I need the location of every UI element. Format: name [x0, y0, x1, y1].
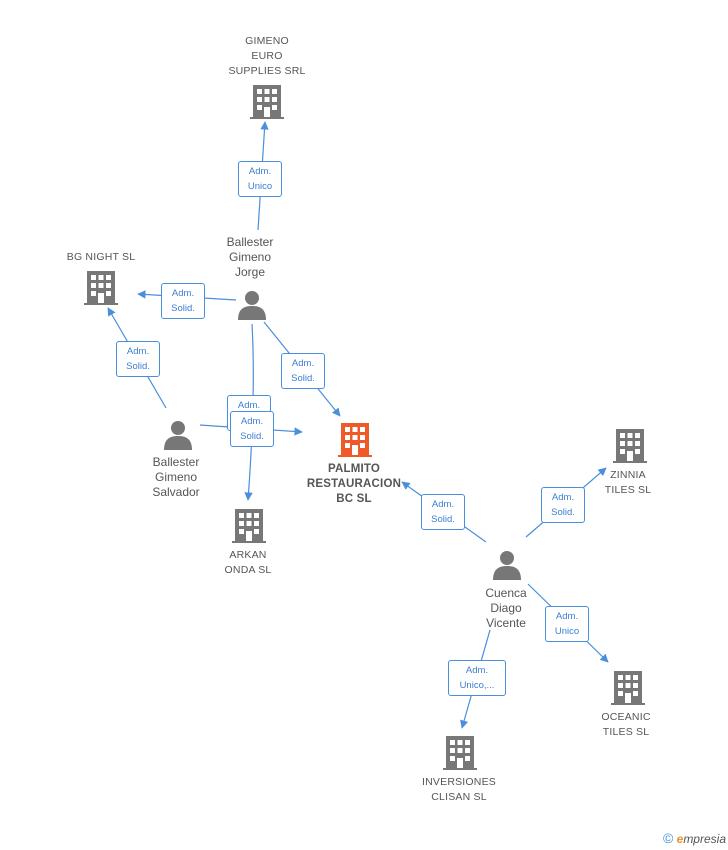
node-vicente[interactable]: Cuenca Diago Vicente: [485, 586, 527, 630]
relation-label: Adm. Solid.: [161, 283, 205, 319]
footer-brand[interactable]: © empresia: [663, 830, 726, 846]
node-bg-night[interactable]: BG NIGHT SL: [66, 251, 136, 263]
building-icon-main[interactable]: [338, 423, 372, 457]
brand-logo-e: e: [676, 832, 684, 846]
node-arkan[interactable]: ARKAN ONDA SL: [224, 549, 272, 576]
building-icon[interactable]: [443, 736, 477, 770]
relation-label: Adm. Solid.: [541, 487, 585, 523]
building-icon[interactable]: [84, 271, 118, 305]
brand-name: mpresia: [683, 832, 726, 846]
relation-label: Adm. Solid.: [281, 353, 325, 389]
relation-label: Adm. Solid.: [116, 341, 160, 377]
node-gimeno-euro[interactable]: GIMENO EURO SUPPLIES SRL: [228, 35, 306, 77]
relation-label: Adm. Unico: [238, 161, 282, 197]
relation-label: Adm. Solid.: [421, 494, 465, 530]
person-icon[interactable]: [164, 421, 192, 450]
person-icon[interactable]: [493, 551, 521, 580]
node-oceanic[interactable]: OCEANIC TILES SL: [601, 711, 651, 738]
node-palmito[interactable]: PALMITO RESTAURACION BC SL: [306, 463, 402, 505]
person-icon[interactable]: [238, 291, 266, 320]
building-icon[interactable]: [250, 85, 284, 119]
relation-label: Adm. Solid.: [230, 411, 274, 447]
relation-label: Adm. Unico: [545, 606, 589, 642]
node-jorge[interactable]: Ballester Gimeno Jorge: [226, 235, 274, 279]
copyright-icon: ©: [662, 830, 674, 846]
node-inversiones[interactable]: INVERSIONES CLISAN SL: [422, 776, 496, 803]
building-icon[interactable]: [232, 509, 266, 543]
node-salvador[interactable]: Ballester Gimeno Salvador: [152, 455, 200, 499]
node-zinnia[interactable]: ZINNIA TILES SL: [604, 469, 652, 496]
building-icon[interactable]: [613, 429, 647, 463]
relation-label: Adm. Unico,...: [448, 660, 506, 696]
building-icon[interactable]: [611, 671, 645, 705]
